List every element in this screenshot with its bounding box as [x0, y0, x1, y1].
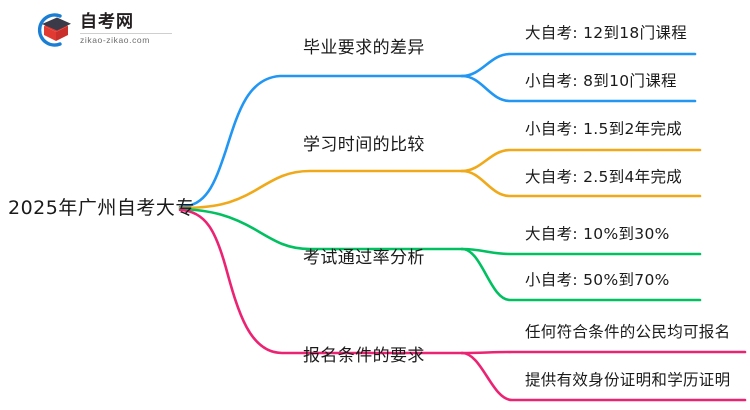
logo-domain: zikao-zikao.com [80, 35, 150, 45]
branch-curve-4 [178, 208, 464, 355]
leaf-label-2-2: 大自考: 2.5到4年完成 [525, 168, 683, 186]
leaf-label-4-2: 提供有效身份证明和学历证明 [525, 371, 731, 389]
branch-label-2: 学习时间的比较 [303, 135, 425, 155]
logo-divider [80, 33, 172, 34]
branch-label-3: 考试通过率分析 [303, 248, 425, 268]
mindmap-root-label: 2025年广州自考大专 [8, 197, 195, 219]
leaf-label-3-1: 大自考: 10%到30% [525, 225, 670, 243]
site-logo: 自考网 zikao-zikao.com [30, 8, 190, 52]
branch-split-4-upper [460, 350, 747, 355]
leaf-label-2-1: 小自考: 1.5到2年完成 [525, 120, 683, 138]
logo-text: 自考网 zikao-zikao.com [80, 13, 172, 47]
logo-name-cn: 自考网 [80, 12, 134, 32]
logo-mark-icon [30, 10, 74, 50]
branch-label-4: 报名条件的要求 [303, 346, 425, 366]
branch-curve-2 [178, 169, 464, 210]
branch-split-3-upper [460, 247, 702, 256]
leaf-label-4-1: 任何符合条件的公民均可报名 [525, 323, 731, 341]
branch-label-1: 毕业要求的差异 [303, 38, 425, 58]
leaf-label-1-2: 小自考: 8到10门课程 [525, 72, 677, 90]
leaf-label-3-2: 小自考: 50%到70% [525, 271, 670, 289]
leaf-label-1-1: 大自考: 12到18门课程 [525, 24, 687, 42]
